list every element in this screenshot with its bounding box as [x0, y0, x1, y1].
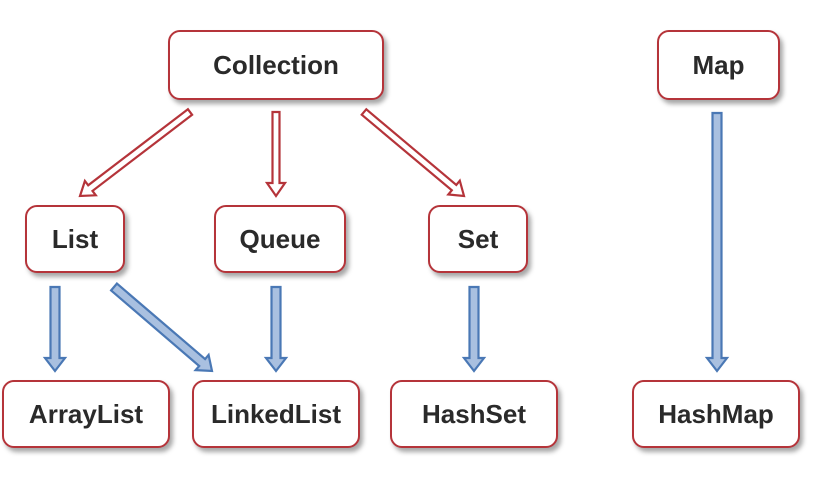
arrow-collection-to-list	[78, 107, 194, 198]
arrow-list-to-arraylist	[42, 285, 68, 373]
node-set: Set	[428, 205, 528, 273]
node-list: List	[25, 205, 125, 273]
arrow-list-to-linkedlist	[109, 282, 214, 373]
node-label-map: Map	[692, 49, 745, 80]
node-arraylist: ArrayList	[2, 380, 170, 448]
node-collection: Collection	[168, 30, 384, 100]
node-label-collection: Collection	[213, 49, 339, 80]
node-label-hashset: HashSet	[421, 398, 527, 429]
arrow-queue-to-linkedlist	[263, 285, 289, 373]
arrow-collection-to-queue	[264, 110, 288, 198]
node-hashmap: HashMap	[632, 380, 800, 448]
arrow-collection-to-set	[360, 107, 466, 198]
arrow-set-to-hashset	[461, 285, 487, 373]
node-label-hashmap: HashMap	[658, 398, 774, 429]
node-label-linkedlist: LinkedList	[210, 398, 341, 429]
arrow-map-to-hashmap	[704, 111, 730, 373]
node-hashset: HashSet	[390, 380, 558, 448]
node-map: Map	[657, 30, 780, 100]
node-label-arraylist: ArrayList	[28, 398, 144, 429]
node-linkedlist: LinkedList	[192, 380, 360, 448]
node-label-set: Set	[457, 223, 499, 254]
node-label-queue: Queue	[239, 223, 321, 254]
node-label-list: List	[51, 223, 99, 254]
node-queue: Queue	[214, 205, 346, 273]
